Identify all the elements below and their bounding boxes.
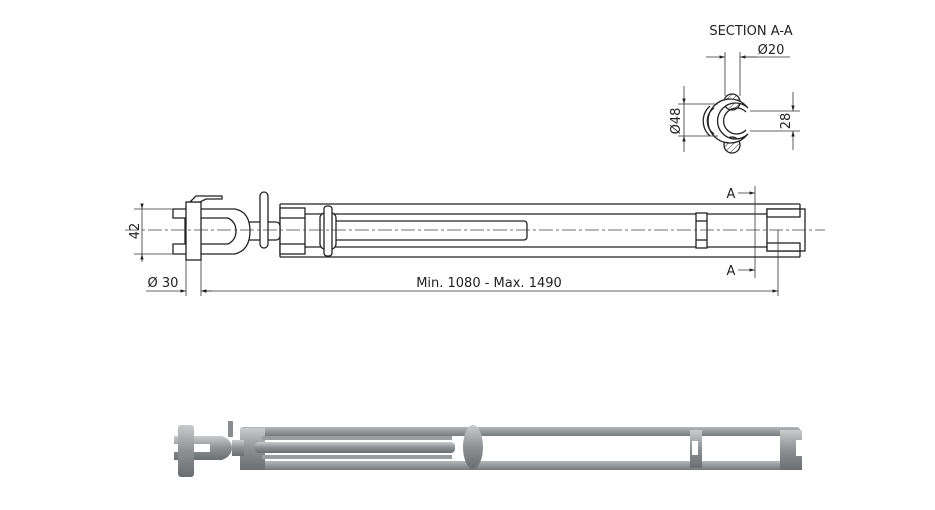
dim-clevis-lines: [134, 203, 172, 262]
dim-length: Min. 1080 - Max. 1490: [416, 276, 562, 291]
clevis: [172, 195, 251, 261]
dim-rod-lines: [706, 52, 790, 96]
section-marker-bottom: A: [727, 264, 736, 279]
c-section-shape: [702, 93, 749, 154]
elevation-view: A A 42 Ø 30 Min. 1080 - Max. 1490: [125, 186, 825, 296]
dim-opening: 28: [779, 113, 794, 130]
tube-nut: [279, 207, 306, 255]
section-view: SECTION A-A Ø20 Ø48: [669, 24, 800, 154]
product-photo: [174, 421, 802, 477]
dim-rod-diameter: Ø20: [758, 43, 785, 58]
section-marker: [738, 186, 756, 278]
handle-knob: [259, 191, 269, 249]
screw-rod: [329, 220, 528, 241]
sliding-nut: [319, 205, 337, 257]
dim-outer-diameter: Ø48: [669, 108, 684, 135]
dim-outer-lines: [678, 86, 718, 152]
dim-length-lines: [146, 230, 779, 296]
collar: [695, 212, 708, 249]
dim-clevis-width: 42: [128, 223, 143, 240]
section-title: SECTION A-A: [709, 24, 792, 39]
dim-opening-lines: [750, 92, 800, 150]
dim-pin-diameter: Ø 30: [148, 276, 179, 291]
section-marker-top: A: [727, 187, 736, 202]
